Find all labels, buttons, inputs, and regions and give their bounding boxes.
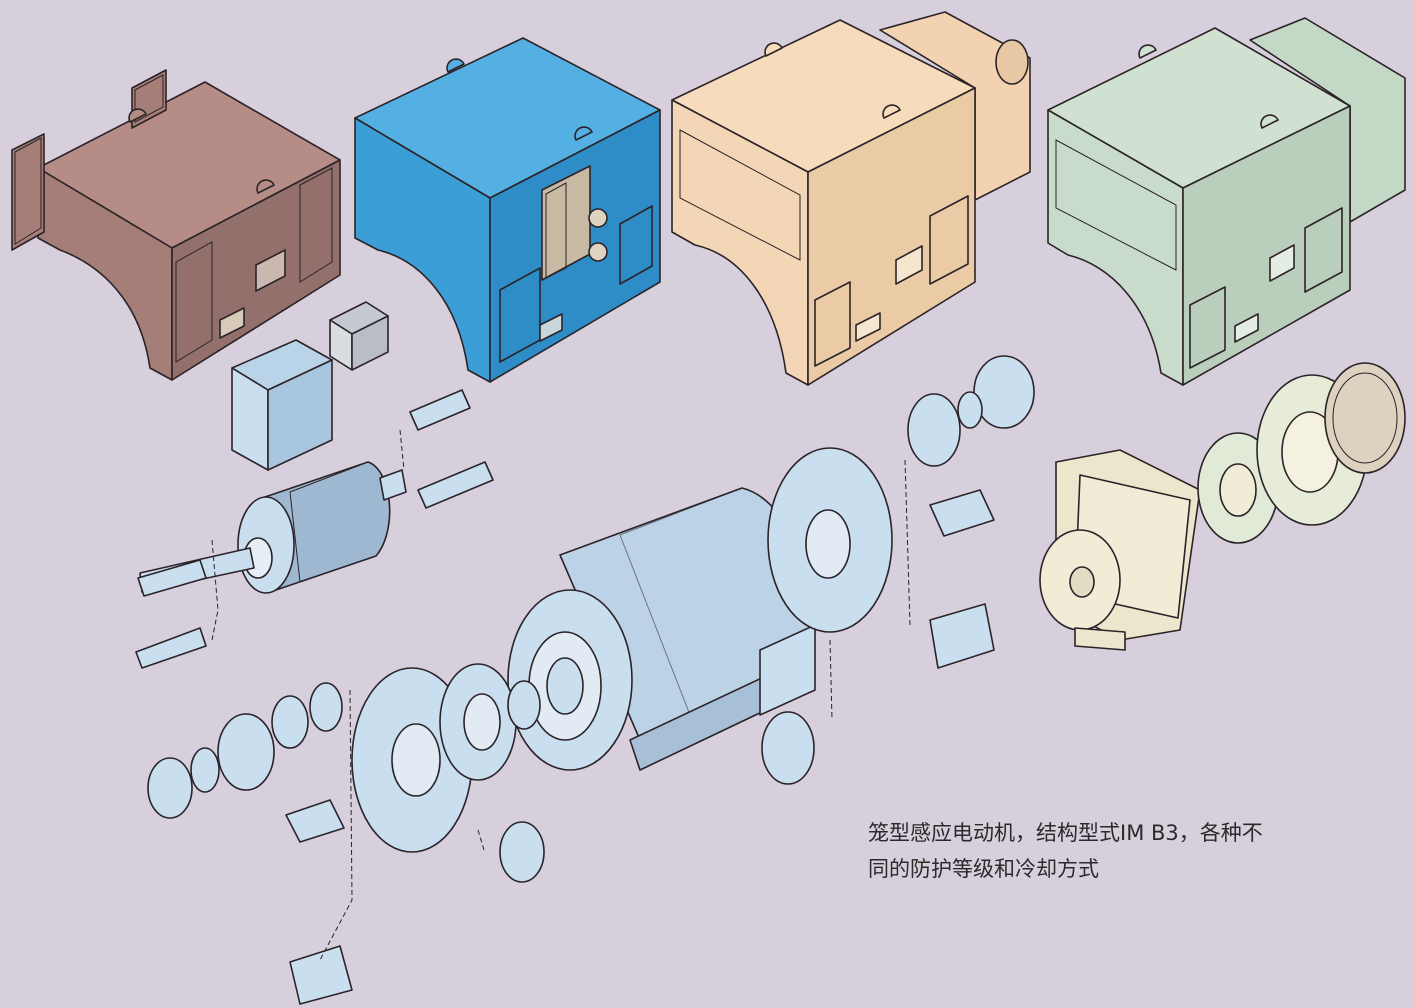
terminal-box-icon: [231, 301, 389, 471]
caption-line-2: 同的防护等级和冷却方式: [868, 857, 1099, 881]
caption-line-1: 笼型感应电动机，结构型式IM B3，各种不: [868, 821, 1263, 845]
peach-housing-icon: [671, 11, 1031, 386]
fan-icon: [1039, 362, 1406, 651]
green-housing-icon: [1047, 17, 1406, 386]
shaft-icon: [135, 389, 494, 669]
bearing-right-icon: [761, 355, 1035, 785]
stator-icon: [507, 487, 816, 771]
blue-housing-icon: [354, 37, 661, 383]
bearing-icon: [147, 682, 545, 1005]
brown-housing-icon: [11, 69, 341, 381]
end-shield-icon: [351, 447, 893, 853]
caption: 笼型感应电动机，结构型式IM B3，各种不 同的防护等级和冷却方式: [868, 815, 1368, 887]
